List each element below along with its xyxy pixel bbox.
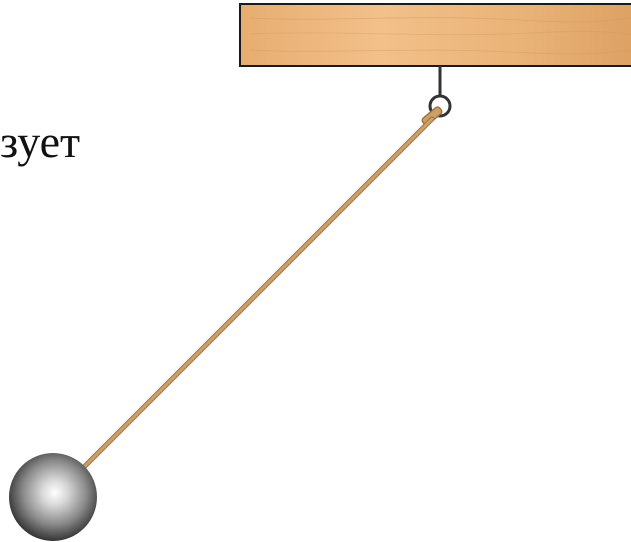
pendulum-ball-icon [9,453,97,541]
pendulum-string-icon [72,116,435,479]
hook-icon [428,66,452,118]
caption-text-fragment: зует [0,116,81,167]
wooden-beam-icon [239,3,631,67]
